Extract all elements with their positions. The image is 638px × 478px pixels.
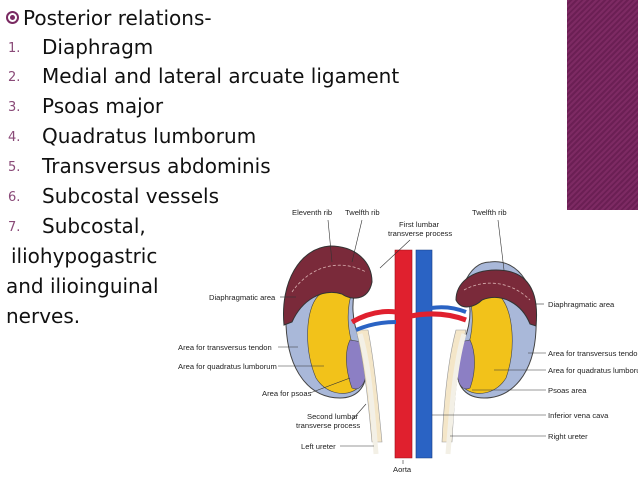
continuation-line: and ilioinguinal (6, 274, 159, 298)
right-renal-artery (410, 311, 467, 323)
label-quadratus-left: Area for quadratus lumborum (178, 362, 277, 371)
list-item: 7. Subcostal, (8, 214, 146, 238)
item-text: Medial and lateral arcuate ligament (42, 64, 400, 88)
item-text: Subcostal, (42, 214, 146, 238)
label-first-lumbar-1: First lumbar (399, 220, 440, 229)
label-quadratus-right: Area for quadratus lumborum (548, 366, 638, 375)
label-twelfth-rib-left: Twelfth rib (345, 208, 380, 217)
ivc-vessel (415, 249, 433, 459)
item-text: Subcostal vessels (42, 184, 219, 208)
label-psoas-right: Psoas area (548, 386, 587, 395)
label-right-ureter: Right ureter (548, 432, 588, 441)
list-item: 4. Quadratus lumborum (8, 124, 256, 148)
great-vessels (350, 249, 467, 459)
item-number: 7. (8, 220, 21, 235)
decorative-side-bar (567, 0, 638, 210)
diagram-labels: Eleventh rib Twelfth rib First lumbar tr… (178, 208, 638, 474)
leader-line (351, 219, 363, 263)
item-number: 3. (8, 100, 21, 115)
item-text: Diaphragm (42, 35, 154, 59)
item-number: 4. (8, 130, 21, 145)
leader-line (379, 239, 411, 269)
bullet-icon (6, 11, 19, 24)
leader-line (351, 403, 367, 421)
label-diaphragmatic-left: Diaphragmatic area (209, 293, 276, 302)
right-ureter-vessel (445, 333, 467, 455)
list-item: 2. Medial and lateral arcuate ligament (8, 64, 399, 88)
item-text: Psoas major (42, 94, 164, 118)
item-number: 1. (8, 41, 21, 56)
left-ureter-vessel (357, 333, 379, 455)
heading-text: Posterior relations- (23, 6, 212, 30)
slide-heading: Posterior relations- (6, 6, 212, 30)
leader-line (309, 377, 351, 394)
left-renal-artery (350, 309, 397, 325)
list-item: 5. Transversus abdominis (8, 154, 271, 178)
item-number: 5. (8, 160, 21, 175)
left-diaphragm-dash (291, 264, 367, 293)
continuation-line: iliohypogastric (11, 244, 158, 268)
left-diaphragm (282, 245, 373, 326)
label-eleventh-rib: Eleventh rib (292, 208, 332, 217)
right-diaphragm (455, 269, 538, 327)
label-first-lumbar-2: transverse process (388, 229, 452, 238)
label-diaphragmatic-right: Diaphragmatic area (548, 300, 615, 309)
aorta-vessel (394, 249, 413, 459)
label-second-lumbar-1: Second lumbar (307, 412, 359, 421)
label-left-ureter: Left ureter (301, 442, 336, 451)
label-aorta: Aorta (393, 465, 412, 474)
item-number: 2. (8, 70, 21, 85)
right-renal-vein (430, 305, 467, 314)
right-diaphragm-dash (463, 282, 531, 301)
item-text: Transversus abdominis (42, 154, 271, 178)
label-transversus-left: Area for transversus tendon (178, 343, 272, 352)
label-second-lumbar-2: transverse process (296, 421, 360, 430)
list-item: 6. Subcostal vessels (8, 184, 219, 208)
left-renal-vein (355, 320, 397, 332)
item-number: 6. (8, 190, 21, 205)
label-ivc: Inferior vena cava (548, 411, 609, 420)
label-twelfth-rib-right: Twelfth rib (472, 208, 507, 217)
label-transversus-right: Area for transversus tendon (548, 349, 638, 358)
leader-line (327, 219, 333, 263)
label-psoas-left: Area for psoas (262, 389, 312, 398)
item-text: Quadratus lumborum (42, 124, 257, 148)
leader-line (497, 219, 505, 271)
leader-lines (278, 219, 546, 464)
list-item: 1. Diaphragm (8, 35, 153, 59)
continuation-line: nerves. (6, 304, 81, 328)
list-item: 3. Psoas major (8, 94, 163, 118)
